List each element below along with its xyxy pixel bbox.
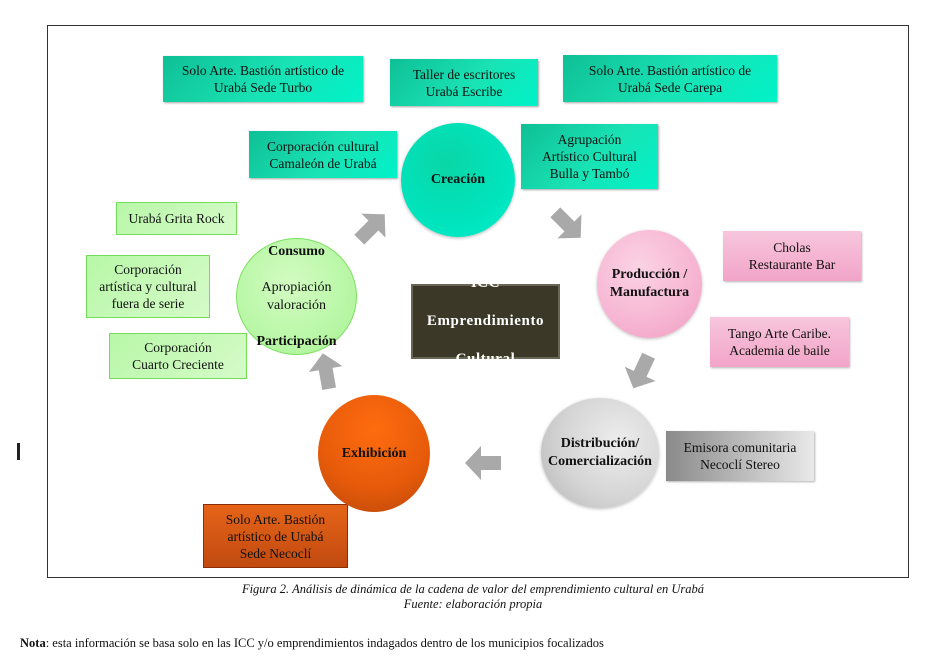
- stage-consumo-subtitle: Apropiación valoración: [261, 279, 332, 313]
- arrow-consumo-to-creacion-icon: [344, 199, 401, 256]
- entity-bulla-tambo: Agrupación Artístico Cultural Bulla y Ta…: [521, 124, 658, 189]
- center-line-3: Cultural: [455, 351, 516, 367]
- text-cursor: [17, 443, 20, 460]
- entity-solo-arte-carepa: Solo Arte. Bastión artístico de Urabá Se…: [563, 55, 777, 102]
- figure-source: Fuente: elaboración propia: [403, 597, 543, 611]
- entity-solo-arte-turbo: Solo Arte. Bastión artístico de Urabá Se…: [163, 56, 363, 102]
- center-line-1: ICC: [470, 275, 501, 291]
- stage-distribucion: Distribución/ Comercialización: [541, 398, 659, 508]
- note-label: Nota: [20, 636, 46, 650]
- arrow-produccion-to-distribucion-icon: [614, 345, 667, 398]
- entity-necocli-stereo-text: Emisora comunitaria Necoclí Stereo: [683, 440, 797, 472]
- stage-consumo: Consumo Apropiación valoración Participa…: [236, 238, 357, 355]
- entity-fuera-de-serie: Corporación artística y cultural fuera d…: [86, 255, 210, 318]
- stage-produccion-label: Producción / Manufactura: [609, 267, 690, 300]
- stage-creacion: Creación: [401, 123, 515, 237]
- entity-necocli-stereo: Emisora comunitaria Necoclí Stereo: [666, 431, 814, 481]
- arrow-exhibicion-to-consumo-icon: [303, 348, 349, 394]
- note: Nota: esta información se basa solo en l…: [20, 636, 604, 651]
- stage-exhibicion-label: Exhibición: [341, 445, 407, 461]
- arrow-distribucion-to-exhibicion-icon: [463, 443, 503, 483]
- arrow-creacion-to-produccion-icon: [540, 197, 597, 254]
- stage-creacion-label: Creación: [430, 172, 486, 187]
- center-icc-box: ICC Emprendimiento Cultural: [411, 275, 560, 367]
- entity-taller-escritores: Taller de escritores Urabá Escribe: [390, 59, 538, 106]
- stage-distribucion-label: Distribución/ Comercialización: [548, 436, 652, 469]
- figure-caption: Figura 2. Análisis de dinámica de la cad…: [241, 582, 705, 596]
- stage-consumo-participacion: Participación: [256, 333, 337, 349]
- entity-tango-arte-caribe: Tango Arte Caribe. Academia de baile: [710, 317, 849, 367]
- diagram-frame: [47, 25, 909, 578]
- entity-cuarto-creciente: Corporación Cuarto Creciente: [109, 333, 247, 379]
- stage-exhibicion: Exhibición: [318, 395, 430, 512]
- stage-produccion: Producción / Manufactura: [597, 230, 702, 338]
- stage-consumo-title: Consumo: [268, 243, 325, 259]
- entity-uraba-grita-rock: Urabá Grita Rock: [116, 202, 237, 235]
- entity-cholas: Cholas Restaurante Bar: [723, 231, 861, 281]
- note-text: : esta información se basa solo en las I…: [45, 636, 604, 650]
- center-line-2: Emprendimiento: [426, 313, 545, 329]
- entity-solo-arte-necocli: Solo Arte. Bastión artístico de Urabá Se…: [203, 504, 348, 568]
- entity-camaleon: Corporación cultural Camaleón de Urabá: [249, 131, 397, 178]
